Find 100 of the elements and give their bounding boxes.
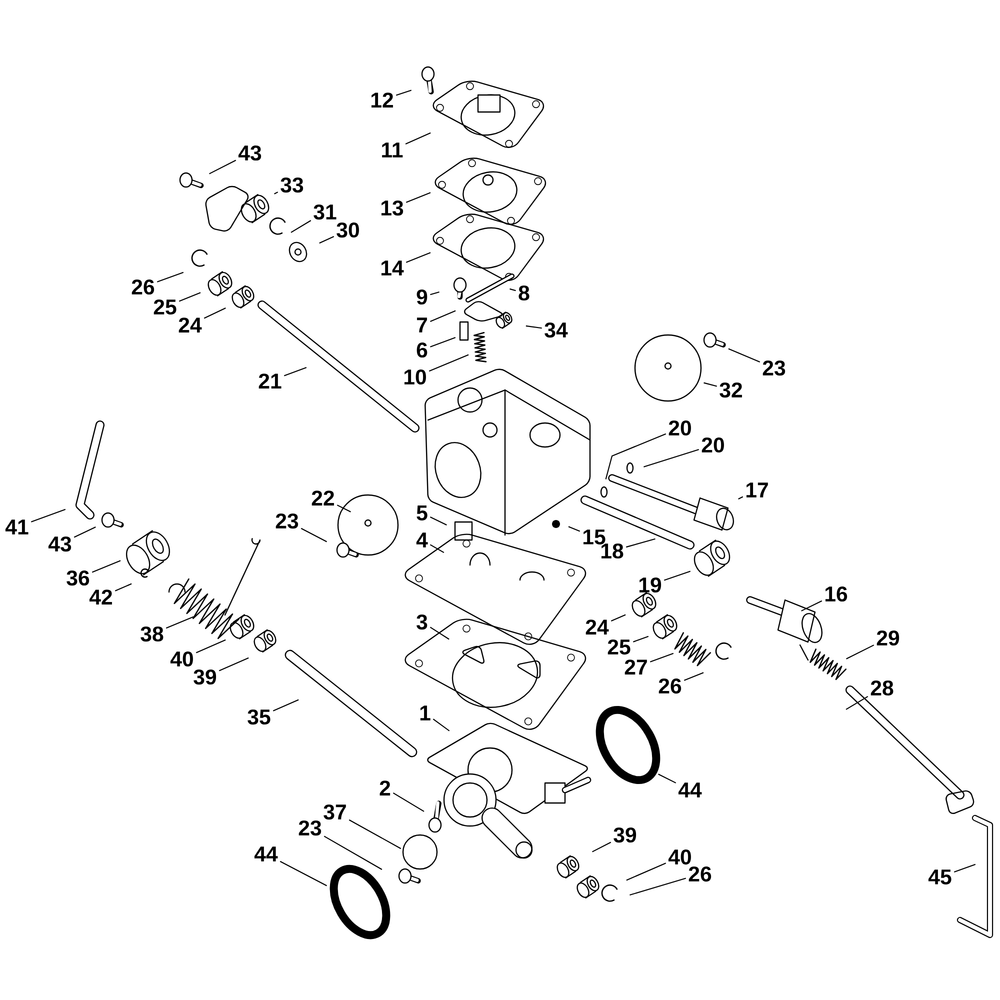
leader-line [684, 672, 704, 681]
leader-line [114, 583, 132, 592]
callout-number: 32 [720, 382, 742, 398]
leader-line [664, 570, 691, 581]
callout-number: 34 [544, 322, 568, 338]
callout-number: 26 [132, 279, 154, 295]
callout-number: 22 [312, 490, 334, 506]
leader-line [704, 382, 718, 387]
leader-line [801, 600, 822, 612]
leader-line [610, 614, 626, 622]
leader-line [30, 508, 66, 522]
leader-line [218, 657, 249, 672]
callout-number: 23 [762, 360, 786, 376]
callout-number: 39 [614, 827, 636, 843]
leader-line [430, 516, 447, 526]
leader-line [430, 626, 450, 640]
leader-line [626, 538, 656, 548]
callout-number: 12 [371, 92, 393, 108]
leader-line [568, 526, 580, 532]
leader-line [510, 288, 516, 292]
callout-number: 41 [5, 520, 28, 534]
leader-line [605, 433, 666, 480]
callout-number: 33 [280, 177, 304, 193]
leader-line [430, 310, 456, 322]
callout-number: 28 [870, 680, 894, 696]
callout-number: 35 [248, 709, 270, 725]
callout-number: 25 [608, 639, 630, 655]
leader-line [630, 878, 686, 896]
callout-number: 24 [586, 620, 609, 634]
callout-number: 43 [238, 145, 262, 161]
callout-number: 4 [416, 532, 428, 548]
callout-number: 15 [583, 530, 606, 544]
callout-number: 20 [668, 420, 691, 436]
callout-number: 26 [658, 678, 682, 694]
leader-line [430, 544, 444, 553]
callout-number: 44 [254, 846, 278, 862]
callout-number: 11 [382, 142, 403, 158]
callout-number: 26 [688, 866, 712, 882]
callout-number: 13 [381, 200, 404, 216]
callout-number: 7 [417, 318, 427, 332]
callout-number: 36 [66, 570, 90, 586]
leader-line [846, 644, 874, 660]
callout-number: 25 [154, 299, 176, 315]
callout-number: 16 [825, 586, 848, 602]
callout-number: 21 [258, 374, 282, 388]
leader-line [432, 718, 450, 732]
callout-number: 18 [601, 543, 624, 559]
callout-number: 42 [89, 590, 112, 604]
leader-line [204, 308, 226, 319]
callout-number: 43 [48, 536, 72, 552]
leader-line [156, 272, 184, 282]
leader-line [650, 652, 674, 662]
leader-line [526, 325, 542, 329]
leader-line [738, 496, 744, 500]
leader-line [430, 291, 440, 296]
leader-line [392, 792, 424, 812]
callout-number: 39 [194, 669, 216, 685]
leader-line [209, 160, 236, 174]
leader-line [430, 336, 456, 348]
callout-number: 30 [336, 222, 359, 238]
leader-line [658, 774, 676, 784]
callout-number: 19 [639, 577, 662, 593]
leader-line [284, 366, 307, 376]
leader-line [396, 90, 412, 96]
leader-line [846, 696, 868, 710]
leader-line [290, 220, 312, 233]
callout-number: 10 [404, 369, 426, 385]
callout-number: 2 [380, 780, 390, 796]
leader-line [178, 292, 201, 302]
leader-line [728, 348, 760, 363]
leader-line [319, 236, 334, 244]
callout-number: 9 [416, 289, 428, 305]
callout-number: 27 [624, 660, 647, 674]
callout-number: 45 [928, 870, 952, 884]
callout-number: 17 [746, 482, 768, 498]
leader-line [632, 636, 649, 642]
callout-number: 5 [416, 506, 428, 520]
leader-line [592, 842, 612, 852]
leader-line [405, 132, 431, 144]
callout-number: 14 [381, 260, 404, 276]
leader-line [954, 864, 976, 872]
leader-line [196, 639, 226, 654]
leader-line [428, 354, 469, 372]
callout-number: 3 [416, 614, 428, 630]
callout-number: 24 [178, 318, 202, 332]
callout-number: 20 [702, 437, 724, 453]
leader-line [406, 192, 431, 203]
callout-number: 31 [314, 204, 336, 220]
leader-line [406, 252, 431, 263]
callout-number: 1 [420, 706, 430, 720]
callout-number: 23 [276, 513, 298, 529]
leader-line [74, 526, 96, 538]
leader-line [166, 616, 194, 629]
callout-number: 40 [170, 651, 193, 667]
leader-line [644, 448, 700, 468]
leader-line [272, 699, 299, 712]
callout-number: 23 [298, 820, 322, 836]
leader-line [92, 560, 121, 573]
callout-number: 37 [324, 804, 346, 820]
callout-number: 44 [678, 782, 702, 798]
